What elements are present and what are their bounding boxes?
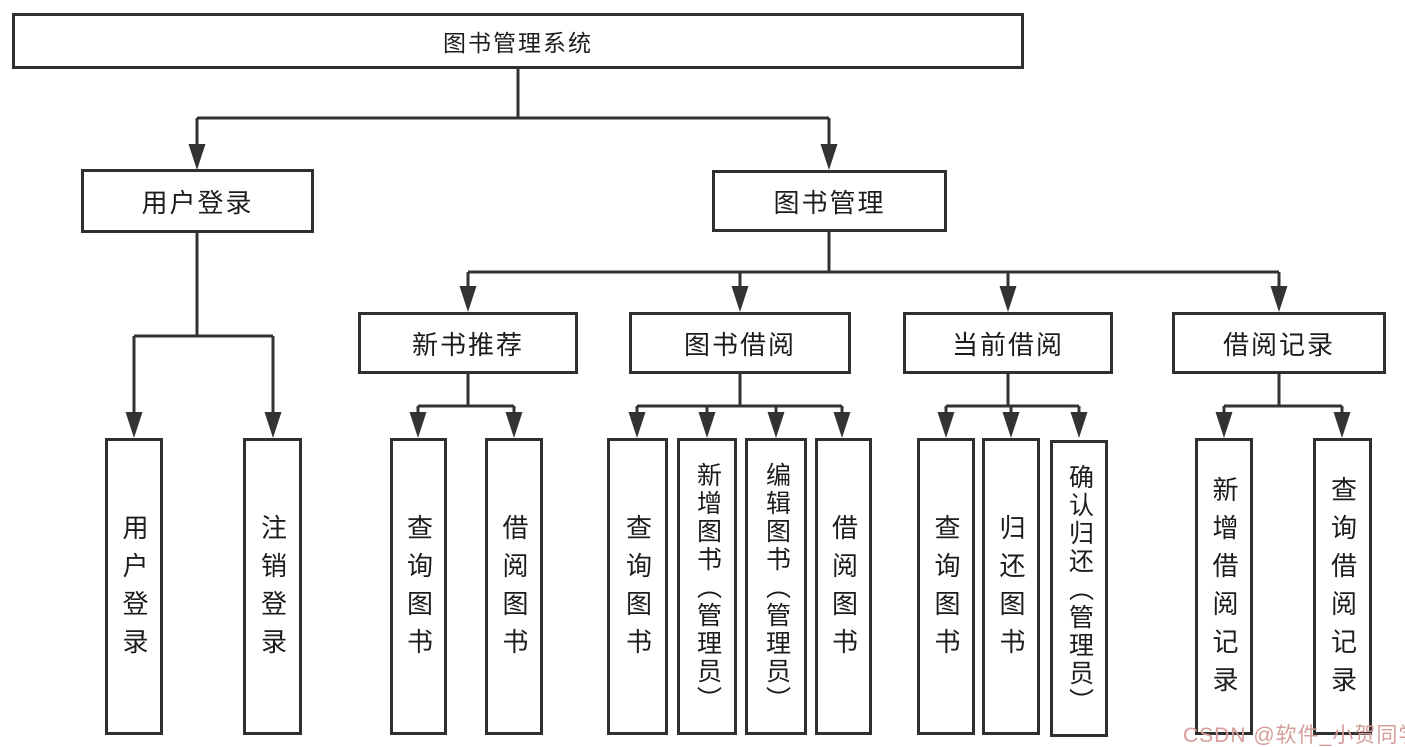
node-leaf-confirm-return-admin: 确认归还（管理员） [1050, 440, 1108, 737]
node-leaf-edit-book-admin: 编辑图书（管理员） [745, 438, 807, 735]
arrow-down-icon [125, 412, 143, 438]
arrow-down-icon [698, 412, 716, 438]
node-book-borrow: 图书借阅 [629, 312, 851, 374]
node-root: 图书管理系统 [12, 13, 1024, 69]
node-current-borrow: 当前借阅 [903, 312, 1113, 374]
arrow-down-icon [188, 144, 206, 170]
node-leaf-return-book: 归还图书 [982, 438, 1040, 735]
arrow-down-icon [264, 412, 282, 438]
node-leaf-query-book-3: 查询图书 [917, 438, 975, 735]
arrow-down-icon [731, 286, 749, 312]
node-leaf-add-borrow-record: 新增借阅记录 [1195, 438, 1253, 735]
arrow-down-icon [409, 412, 427, 438]
node-leaf-query-borrow-record: 查询借阅记录 [1313, 438, 1372, 735]
arrow-down-icon [628, 412, 646, 438]
arrow-down-icon [833, 412, 851, 438]
arrow-down-icon [767, 412, 785, 438]
arrow-down-icon [820, 144, 838, 170]
node-leaf-borrow-book-2: 借阅图书 [815, 438, 872, 735]
node-leaf-query-book-2: 查询图书 [607, 438, 668, 735]
arrow-down-icon [1002, 412, 1020, 438]
node-leaf-logout: 注销登录 [243, 438, 302, 735]
node-user-login: 用户登录 [81, 169, 314, 233]
arrow-down-icon [459, 286, 477, 312]
watermark: CSDN @软件_小贺同学 [1183, 724, 1405, 747]
arrow-down-icon [1070, 412, 1088, 438]
node-borrow-record: 借阅记录 [1172, 312, 1386, 374]
node-leaf-borrow-book-1: 借阅图书 [485, 438, 543, 735]
arrow-down-icon [999, 286, 1017, 312]
arrow-down-icon [937, 412, 955, 438]
arrow-down-icon [1270, 286, 1288, 312]
arrow-down-icon [1333, 412, 1351, 438]
node-book-management: 图书管理 [712, 170, 947, 232]
arrow-down-icon [505, 412, 523, 438]
node-leaf-user-login: 用户登录 [105, 438, 163, 735]
node-leaf-add-book-admin: 新增图书（管理员） [677, 438, 737, 735]
node-new-book-recommend: 新书推荐 [358, 312, 578, 374]
arrow-down-icon [1215, 412, 1233, 438]
node-leaf-query-book-1: 查询图书 [390, 438, 447, 735]
